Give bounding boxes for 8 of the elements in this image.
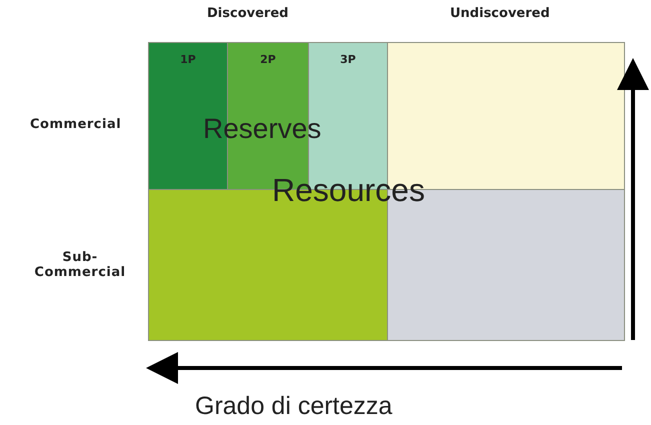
cell-label: 1P [179, 53, 197, 66]
column-header: Undiscovered [450, 6, 550, 21]
axis-caption: Grado di certezza [195, 392, 392, 421]
cell-label: 3P [339, 53, 357, 66]
row-header: Commercial [30, 117, 122, 132]
row-header: Sub- Commercial [33, 250, 127, 280]
column-header: Discovered [207, 6, 288, 21]
cell-label: 2P [259, 53, 277, 66]
